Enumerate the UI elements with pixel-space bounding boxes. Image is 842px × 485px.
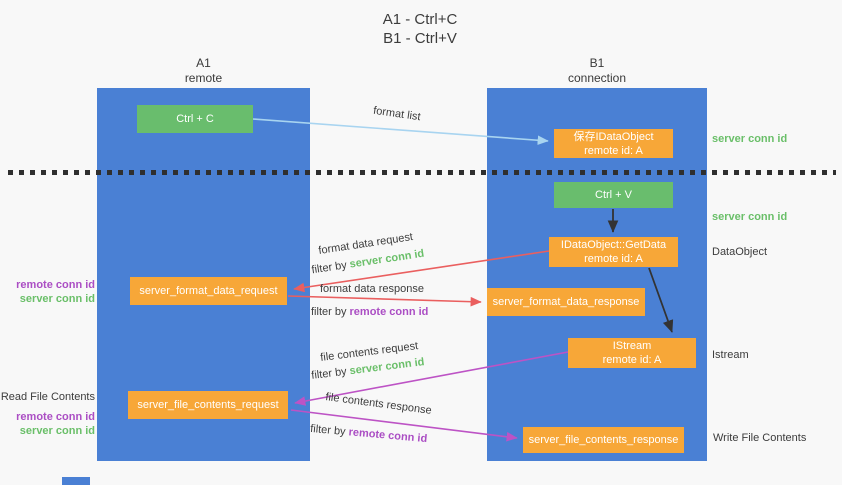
dataobject-label: DataObject [712,246,768,258]
server-conn-id-em: server conn id [348,247,425,271]
server-format-data-request-label: server_format_data_request [139,285,278,297]
left-remote-conn-id-label-2: remote conn id [16,411,95,423]
server-file-contents-response-label: server_file_contents_response [528,434,679,446]
format-data-response-label: format data response [320,283,424,295]
filter-by-text: filter by [309,422,347,438]
title-line-2: B1 - Ctrl+V [383,30,457,47]
left-server-conn-id-label-2: server conn id [19,425,95,437]
filter-by-text: filter by [311,306,347,318]
server-format-data-request-node: server_format_data_request [130,277,287,305]
save-dataobject-node: 保存IDataObject remote id: A [554,129,673,158]
istream-node: IStream remote id: A [568,338,696,368]
file-contents-response-label: file contents response [325,391,433,417]
server-conn-id-em: server conn id [348,356,426,378]
left-server-conn-id-label-1: server conn id [19,293,95,305]
format-data-response-arrow [287,295,482,307]
ctrl-v-node: Ctrl + V [554,182,673,208]
ctrl-c-node: Ctrl + C [137,105,253,133]
right-column-header: B1 connection [487,56,707,86]
server-format-data-response-node: server_format_data_response [487,288,645,316]
server-file-contents-request-label: server_file_contents_request [137,399,279,411]
ctrl-c-label: Ctrl + C [176,113,214,125]
server-file-contents-response-node: server_file_contents_response [523,427,684,453]
file-contents-response-text: file contents response [324,391,433,417]
istream-line1: IStream [612,340,652,352]
istream-side-label: Istream [712,349,749,361]
filter-by-text: filter by [310,259,348,277]
server-file-contents-request-node: server_file_contents_request [128,391,288,419]
read-file-contents-label: Read File Contents [0,391,95,403]
save-dataobject-line2: remote id: A [584,144,643,157]
remote-conn-id-em: remote conn id [348,426,428,446]
istream-line2: remote id: A [602,354,662,366]
right-server-conn-id-label-2: server conn id [712,211,788,223]
filter-by-text: filter by [310,365,348,382]
ctrl-v-label: Ctrl + V [595,189,632,201]
dotted-separator-line [8,170,836,175]
bottom-left-blue-fragment [62,477,90,485]
left-column-subtitle: remote [184,71,223,85]
left-column-header: A1 remote [97,56,310,86]
diagram-title: A1 - Ctrl+C B1 - Ctrl+V [300,10,540,48]
title-line-1: A1 - Ctrl+C [382,11,458,28]
save-dataobject-line1: 保存IDataObject [573,130,654,143]
getdata-line2: remote id: A [584,253,643,265]
write-file-contents-label: Write File Contents [713,432,807,444]
left-remote-conn-id-label-1: remote conn id [16,279,95,291]
server-format-data-response-label: server_format_data_response [492,296,640,308]
getdata-line1: IDataObject::GetData [560,239,667,251]
getdata-node: IDataObject::GetData remote id: A [549,237,678,267]
left-column-name: A1 [196,56,211,70]
right-server-conn-id-label-1: server conn id [712,133,788,145]
format-data-response-text: format data response [320,283,424,295]
format-list-text: format list [372,104,422,124]
right-column-name: B1 [589,56,605,70]
right-column-subtitle: connection [567,71,627,85]
format-list-label: format list [372,105,421,124]
remote-conn-id-em: remote conn id [349,306,429,318]
file-contents-response-filter-label: filter by remote conn id [310,423,428,445]
format-data-response-filter-label: filter by remote conn id [311,306,428,318]
